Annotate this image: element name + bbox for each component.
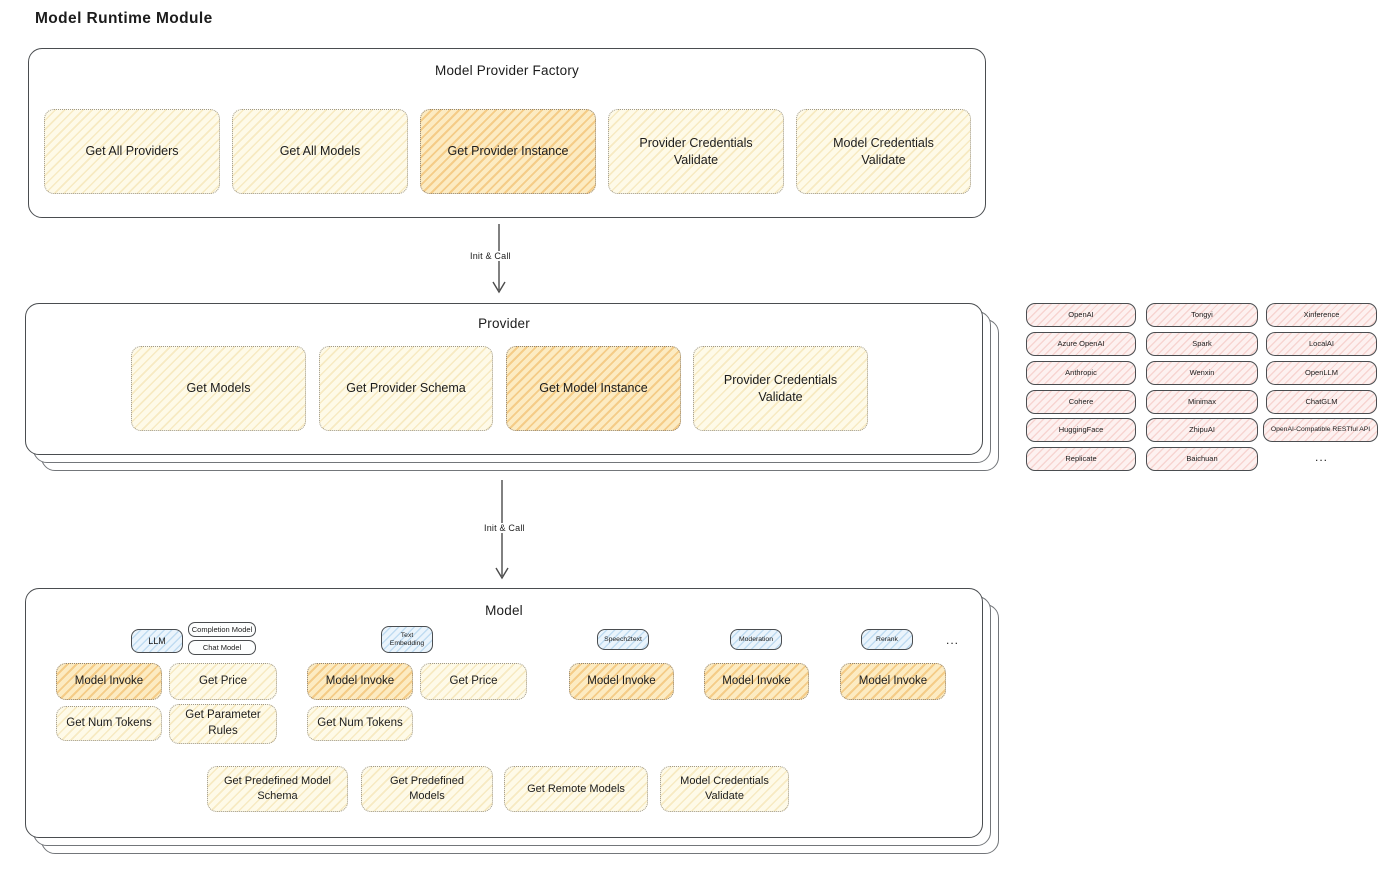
node-get-models: Get Models — [131, 346, 306, 431]
node-moderation-model-invoke: Model Invoke — [704, 663, 809, 700]
provider-pill-openai-compatible: OpenAI-Compatible RESTful API — [1263, 418, 1378, 442]
tab-speech2text: Speech2text — [597, 629, 649, 650]
node-get-all-providers: Get All Providers — [44, 109, 220, 194]
chip-completion-model: Completion Model — [188, 622, 256, 637]
chip-chat-model: Chat Model — [188, 640, 256, 655]
node-get-all-models: Get All Models — [232, 109, 408, 194]
tab-llm: LLM — [131, 629, 183, 653]
node-llm-get-parameter-rules: Get Parameter Rules — [169, 704, 277, 744]
node-model-credentials-validate: Model Credentials Validate — [796, 109, 971, 194]
node-provider-credentials-validate: Provider Credentials Validate — [608, 109, 784, 194]
tab-more: ... — [946, 633, 960, 647]
provider-pill-openai: OpenAI — [1026, 303, 1136, 327]
provider-pill-more: ... — [1314, 450, 1328, 464]
tab-moderation: Moderation — [730, 629, 782, 650]
provider-pill-cohere: Cohere — [1026, 390, 1136, 414]
node-model-credentials-validate-2: Model Credentials Validate — [660, 766, 789, 812]
provider-pill-azure-openai: Azure OpenAI — [1026, 332, 1136, 356]
provider-pill-chatglm: ChatGLM — [1266, 390, 1377, 414]
page-title: Model Runtime Module — [35, 10, 213, 27]
node-rerank-model-invoke: Model Invoke — [840, 663, 946, 700]
node-get-remote-models: Get Remote Models — [504, 766, 648, 812]
node-get-predefined-models: Get Predefined Models — [361, 766, 493, 812]
node-embedding-get-price: Get Price — [420, 663, 527, 700]
provider-pill-tongyi: Tongyi — [1146, 303, 1258, 327]
node-speech2text-model-invoke: Model Invoke — [569, 663, 674, 700]
node-embedding-get-num-tokens: Get Num Tokens — [307, 706, 413, 741]
arrow-init-call-2-label: Init & Call — [480, 523, 529, 533]
provider-pill-replicate: Replicate — [1026, 447, 1136, 471]
factory-box-title: Model Provider Factory — [435, 63, 579, 78]
arrow-init-call-1-icon — [492, 224, 506, 294]
provider-pill-xinference: Xinference — [1266, 303, 1377, 327]
node-embedding-model-invoke: Model Invoke — [307, 663, 413, 700]
provider-pill-spark: Spark — [1146, 332, 1258, 356]
node-llm-model-invoke: Model Invoke — [56, 663, 162, 700]
model-box: Model LLM Completion Model Chat Model Te… — [25, 588, 983, 838]
model-box-title: Model — [485, 603, 523, 618]
node-get-provider-schema: Get Provider Schema — [319, 346, 493, 431]
provider-pill-baichuan: Baichuan — [1146, 447, 1258, 471]
provider-pill-huggingface: HuggingFace — [1026, 418, 1136, 442]
node-get-model-instance: Get Model Instance — [506, 346, 681, 431]
provider-box: Provider Get Models Get Provider Schema … — [25, 303, 983, 455]
provider-box-title: Provider — [478, 316, 530, 331]
tab-text-embedding: Text Embedding — [381, 626, 433, 653]
provider-pill-wenxin: Wenxin — [1146, 361, 1258, 385]
arrow-init-call-1-label: Init & Call — [466, 251, 515, 261]
provider-pill-zhipuai: ZhipuAI — [1146, 418, 1258, 442]
node-get-provider-instance: Get Provider Instance — [420, 109, 596, 194]
provider-pill-anthropic: Anthropic — [1026, 361, 1136, 385]
node-provider-credentials-validate-2: Provider Credentials Validate — [693, 346, 868, 431]
provider-pill-localai: LocalAI — [1266, 332, 1377, 356]
factory-box: Model Provider Factory Get All Providers… — [28, 48, 986, 218]
node-llm-get-price: Get Price — [169, 663, 277, 700]
provider-pill-openllm: OpenLLM — [1266, 361, 1377, 385]
provider-pill-minimax: Minimax — [1146, 390, 1258, 414]
tab-rerank: Rerank — [861, 629, 913, 650]
node-get-predefined-model-schema: Get Predefined Model Schema — [207, 766, 348, 812]
node-llm-get-num-tokens: Get Num Tokens — [56, 706, 162, 741]
